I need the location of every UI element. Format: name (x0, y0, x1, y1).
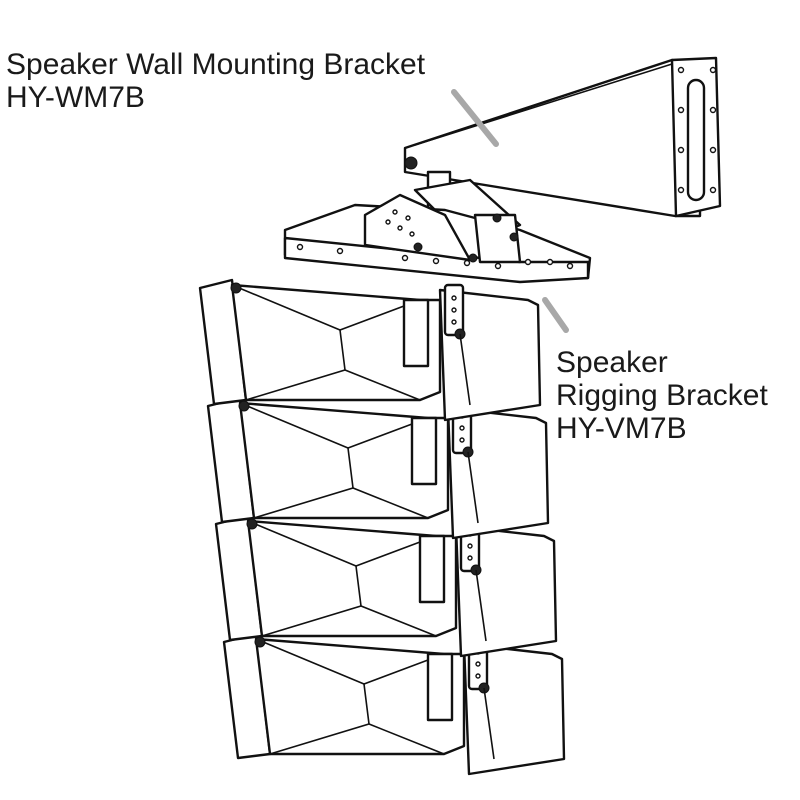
link-hole (475, 661, 481, 667)
rigging-rod (467, 451, 479, 524)
link-hole (451, 295, 457, 301)
hinge-pin-icon (238, 400, 250, 412)
speaker-cabinet (198, 278, 542, 422)
horn-throat (339, 329, 346, 371)
wall-bracket-model: HY-WM7B (6, 81, 145, 114)
link-hole (451, 319, 457, 325)
link-hole (451, 307, 457, 313)
horn-throat (347, 447, 354, 489)
speaker-back-box (438, 288, 542, 422)
hinge-pin-icon (230, 282, 242, 294)
rigging-rod (459, 333, 471, 406)
speaker-cabinet (214, 514, 558, 658)
wall-bracket-callout: Speaker Wall Mounting Bracket HY-WM7B (6, 48, 425, 114)
link-hole (467, 555, 473, 561)
speaker-back-box (454, 524, 558, 658)
speaker-handle (426, 652, 454, 722)
speaker-handle (410, 416, 438, 486)
hinge-pin-icon (246, 518, 258, 530)
rigging-bracket-callout: Speaker Rigging Bracket HY-VM7B (556, 346, 768, 445)
speaker-handle (418, 534, 446, 604)
wall-bracket-name: Speaker Wall Mounting Bracket (6, 48, 426, 81)
rigging-bracket-model: HY-VM7B (556, 412, 687, 445)
link-hole (459, 425, 465, 431)
speaker-array (198, 278, 566, 776)
speaker-cabinet (206, 396, 550, 540)
rigging-rod (483, 687, 495, 760)
rigging-bracket-leader (542, 297, 569, 333)
speaker-handle (402, 298, 430, 368)
link-hole (459, 437, 465, 443)
rigging-bracket-line2: Rigging Bracket (556, 379, 768, 412)
link-hole (467, 543, 473, 549)
wall-bracket-leader (451, 89, 499, 147)
link-hole (475, 673, 481, 679)
rigging-rod (475, 569, 487, 642)
rigging-bracket-line1: Speaker (556, 346, 668, 379)
speaker-back-box (462, 642, 566, 776)
rigging-bracket (283, 193, 592, 284)
wall-mounting-bracket (403, 56, 722, 247)
hinge-pin-icon (254, 636, 266, 648)
horn-throat (355, 565, 362, 607)
horn-throat (363, 683, 370, 725)
speaker-cabinet (222, 632, 566, 776)
speaker-back-box (446, 406, 550, 540)
